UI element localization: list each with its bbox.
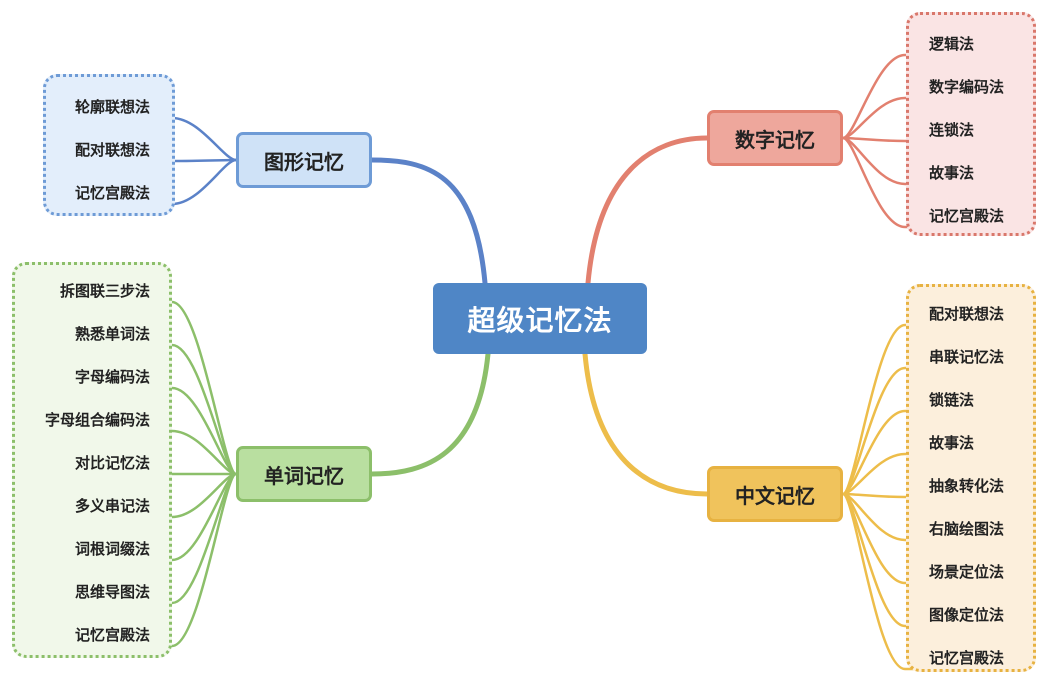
connector-line bbox=[20, 343, 238, 476]
connector-line bbox=[369, 351, 491, 477]
word-memory-panel bbox=[12, 262, 172, 658]
leaf-word[interactable]: 思维导图法 bbox=[74, 583, 150, 601]
connector-line bbox=[841, 366, 1027, 496]
leaf-graphic[interactable]: 配对联想法 bbox=[74, 141, 150, 159]
branch-node-graphic-memory[interactable]: 图形记忆 bbox=[236, 132, 372, 188]
leaf-word[interactable]: 拆图联三步法 bbox=[59, 282, 150, 300]
connector-line bbox=[841, 492, 1027, 671]
leaf-number[interactable]: 记忆宫殿法 bbox=[929, 207, 1005, 225]
connector-line bbox=[841, 409, 1027, 496]
root-node[interactable]: 超级记忆法 bbox=[433, 283, 647, 354]
leaf-graphic[interactable]: 记忆宫殿法 bbox=[74, 184, 150, 202]
leaf-chinese[interactable]: 配对联想法 bbox=[929, 305, 1005, 323]
connector-line bbox=[585, 135, 710, 286]
connector-line bbox=[841, 53, 1019, 140]
leaf-word[interactable]: 字母编码法 bbox=[74, 368, 150, 386]
branch-node-word-memory[interactable]: 单词记忆 bbox=[236, 446, 372, 502]
leaf-chinese[interactable]: 抽象转化法 bbox=[929, 477, 1005, 495]
connector-line bbox=[20, 429, 238, 476]
branch-node-number-memory[interactable]: 数字记忆 bbox=[707, 110, 843, 166]
leaf-chinese[interactable]: 图像定位法 bbox=[929, 606, 1005, 624]
leaf-number[interactable]: 连锁法 bbox=[929, 121, 975, 139]
connector-line bbox=[841, 96, 1019, 140]
connector-line bbox=[369, 157, 488, 286]
leaf-chinese[interactable]: 右脑绘图法 bbox=[929, 520, 1005, 538]
branch-node-chinese-memory[interactable]: 中文记忆 bbox=[707, 466, 843, 522]
leaf-number[interactable]: 逻辑法 bbox=[929, 35, 975, 53]
leaf-word[interactable]: 字母组合编码法 bbox=[44, 411, 150, 429]
connector-line bbox=[20, 386, 238, 476]
leaf-word[interactable]: 熟悉单词法 bbox=[74, 325, 150, 343]
leaf-word[interactable]: 记忆宫殿法 bbox=[74, 626, 150, 644]
leaf-word[interactable]: 词根词缀法 bbox=[74, 540, 150, 558]
number-memory-panel bbox=[906, 12, 1036, 236]
connector-line bbox=[841, 452, 1027, 496]
connector-line bbox=[841, 136, 1019, 229]
leaf-chinese[interactable]: 场景定位法 bbox=[929, 563, 1005, 581]
leaf-graphic[interactable]: 轮廓联想法 bbox=[74, 98, 150, 116]
connector-line bbox=[20, 472, 238, 648]
leaf-chinese[interactable]: 锁链法 bbox=[929, 391, 975, 409]
chinese-memory-panel bbox=[906, 284, 1036, 672]
leaf-number[interactable]: 数字编码法 bbox=[929, 78, 1005, 96]
graphic-memory-panel bbox=[43, 74, 175, 216]
leaf-chinese[interactable]: 故事法 bbox=[929, 434, 975, 452]
leaf-word[interactable]: 对比记忆法 bbox=[74, 454, 150, 472]
leaf-chinese[interactable]: 记忆宫殿法 bbox=[929, 649, 1005, 667]
leaf-number[interactable]: 故事法 bbox=[929, 164, 975, 182]
leaf-chinese[interactable]: 串联记忆法 bbox=[929, 348, 1005, 366]
connector-line bbox=[582, 351, 710, 497]
leaf-word[interactable]: 多义串记法 bbox=[74, 497, 150, 515]
